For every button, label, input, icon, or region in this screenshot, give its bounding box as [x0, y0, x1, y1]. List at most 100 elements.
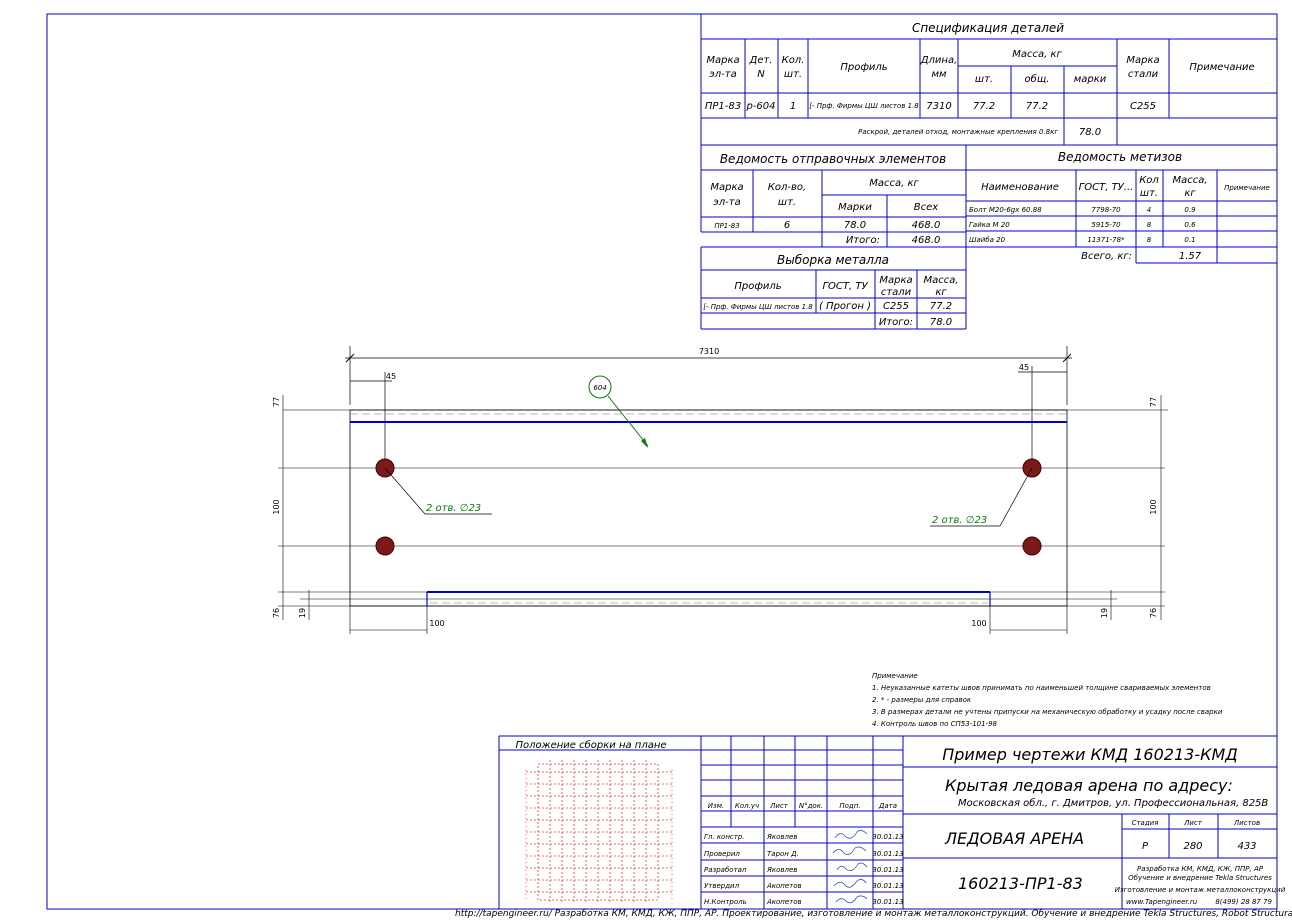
tb-role-1: Гл. констр. [704, 833, 745, 841]
spec-h-qty: Кол. [782, 55, 805, 66]
dim-100-right: 100 [1149, 499, 1158, 514]
spec-h-profile: Профиль [840, 62, 887, 73]
tb-object-title: Крытая ледовая арена по адресу: [945, 776, 1233, 795]
ship-total-label: Итого: [846, 235, 880, 246]
note-3: 3. В размерах детали не учтены припуски … [872, 708, 1223, 716]
ship-title: Ведомость отправочных элементов [720, 152, 946, 166]
hw-row-1-gost: 7798-70 [1091, 206, 1121, 214]
tb-sheet-name: 160213-ПР1-83 [958, 874, 1083, 893]
hole-right-bottom [1022, 536, 1042, 556]
hw-h-gost: ГОСТ, ТУ... [1079, 182, 1134, 193]
note-2: 2. * - размеры для справок [872, 696, 972, 704]
ship-table [700, 145, 967, 329]
ship-h-mass: Масса, кг [869, 178, 919, 189]
tb-name-1: Яковлев [766, 833, 797, 841]
dim-19-left: 19 [298, 608, 307, 618]
tb-name-4: Акопетов [766, 882, 802, 890]
spec-row-len: 7310 [926, 101, 951, 112]
tb-role-2: Проверил [704, 850, 740, 858]
ship-h-qty2: шт. [778, 197, 796, 208]
spec-table [700, 14, 1277, 146]
tb-h-podp: Подп. [839, 802, 860, 810]
spec-h-det2: N [757, 69, 765, 80]
tb-object-address: Московская обл., г. Дмитров, ул. Професс… [958, 797, 1268, 809]
hw-row-3-name: Шайба 20 [969, 236, 1006, 244]
tb-h-sheet: Лист [1183, 819, 1203, 827]
spec-h-mass-pc: шт. [975, 74, 993, 85]
metal-h-mass2: кг [935, 287, 947, 298]
tb-people: Гл. констр. Яковлев 30.01.13 Проверил Та… [704, 833, 904, 906]
title-block [498, 735, 1277, 909]
tb-h-ndok: N°док. [799, 802, 823, 810]
dim-19-right: 19 [1100, 608, 1109, 618]
hole-label-right: 2 отв. ∅23 [932, 515, 987, 526]
dim-total: 7310 [699, 347, 719, 356]
hw-title: Ведомость метизов [1058, 150, 1182, 164]
spec-row-mass-pc: 77.2 [973, 101, 995, 112]
tb-name-3: Яковлев [766, 866, 797, 874]
spec-h-len: Длина, [920, 55, 958, 66]
spec-h-mark: Марка [706, 55, 739, 66]
ship-h-mass-mark: Марки [838, 202, 872, 213]
dim-bottom-100-left: 100 [429, 619, 444, 628]
ship-total: 468.0 [912, 235, 941, 246]
dim-right-45: 45 [1019, 363, 1029, 372]
spec-h-det: Дет. [749, 55, 773, 66]
ship-row-qty: 6 [784, 220, 790, 231]
ship-row-m1: 78.0 [844, 220, 866, 231]
tb-company-phone: 8(499) 28 87 79 [1215, 898, 1272, 906]
tb-role-4: Утвердил [704, 882, 740, 890]
spec-row-mass-tot: 77.2 [1026, 101, 1048, 112]
hw-total-label: Всего, кг: [1081, 251, 1132, 262]
hw-h-note: Примечание [1224, 184, 1270, 192]
ship-h-mark2: эл-та [713, 197, 740, 208]
tb-role-5: Н.Контроль [704, 898, 747, 906]
hw-table [966, 169, 1277, 264]
signatures [832, 830, 868, 904]
metal-total-label: Итого: [879, 317, 913, 328]
tb-company-2: Обучение и внедрение Tekla Structures [1128, 874, 1272, 882]
spec-row-mark: ПР1-83 [705, 101, 741, 112]
spec-title: Спецификация деталей [912, 21, 1064, 35]
dim-bottom-100-right: 100 [971, 619, 986, 628]
metal-row-gost: ( Прогон ) [819, 301, 871, 312]
beam-outline [349, 409, 1068, 607]
hw-row-3-mass: 0.1 [1184, 236, 1195, 244]
hw-row-1-name: Болт М20-6gх 60.88 [969, 206, 1042, 214]
hw-h-mass: Масса, [1172, 175, 1207, 186]
tb-h-list: Лист [769, 802, 789, 810]
tb-date-1: 30.01.13 [872, 833, 903, 841]
ship-row-mark: ПР1-83 [714, 222, 739, 230]
spec-h-steel2: стали [1128, 69, 1159, 80]
hw-h-qty2: шт. [1140, 188, 1158, 199]
tb-company-3: Изготовление и монтаж металлоконструкций [1115, 886, 1286, 894]
footer-text: http://tapengineer.ru/ Разработка КМ, КМ… [455, 909, 1292, 919]
dim-77-left: 77 [272, 397, 281, 407]
tb-role-3: Разработал [704, 866, 747, 874]
hw-h-name: Наименование [981, 182, 1059, 193]
tb-h-izm: Изм. [708, 802, 724, 810]
hw-total: 1.57 [1179, 251, 1202, 262]
spec-h-steel: Марка [1126, 55, 1159, 66]
spec-h-mass: Масса, кг [1012, 49, 1062, 60]
plan-title: Положение сборки на плане [515, 739, 666, 751]
metal-h-steel: Марка [879, 275, 912, 286]
hw-row-3-gost: 11371-78* [1087, 236, 1125, 244]
tb-sheet: 280 [1183, 841, 1202, 852]
tb-sheets: 433 [1237, 841, 1256, 852]
ship-row-m2: 468.0 [912, 220, 941, 231]
tb-date-5: 30.01.13 [872, 898, 903, 906]
dim-76-right: 76 [1149, 608, 1158, 618]
ship-h-mark: Марка [710, 182, 743, 193]
tb-building: ЛЕДОВАЯ АРЕНА [944, 829, 1084, 848]
tb-stage: Р [1142, 841, 1149, 852]
hw-h-qty: Кол [1139, 175, 1159, 186]
tb-h-kol: Кол.уч [735, 802, 759, 810]
tb-company-1: Разработка КМ, КМД, КЖ, ППР, АР [1137, 865, 1264, 873]
hw-row-2-name: Гайка М 20 [969, 221, 1010, 229]
metal-h-gost: ГОСТ, ТУ [822, 281, 868, 292]
tb-h-sheets: Листов [1233, 819, 1260, 827]
spec-h-note: Примечание [1189, 62, 1254, 73]
metal-table [700, 247, 966, 330]
